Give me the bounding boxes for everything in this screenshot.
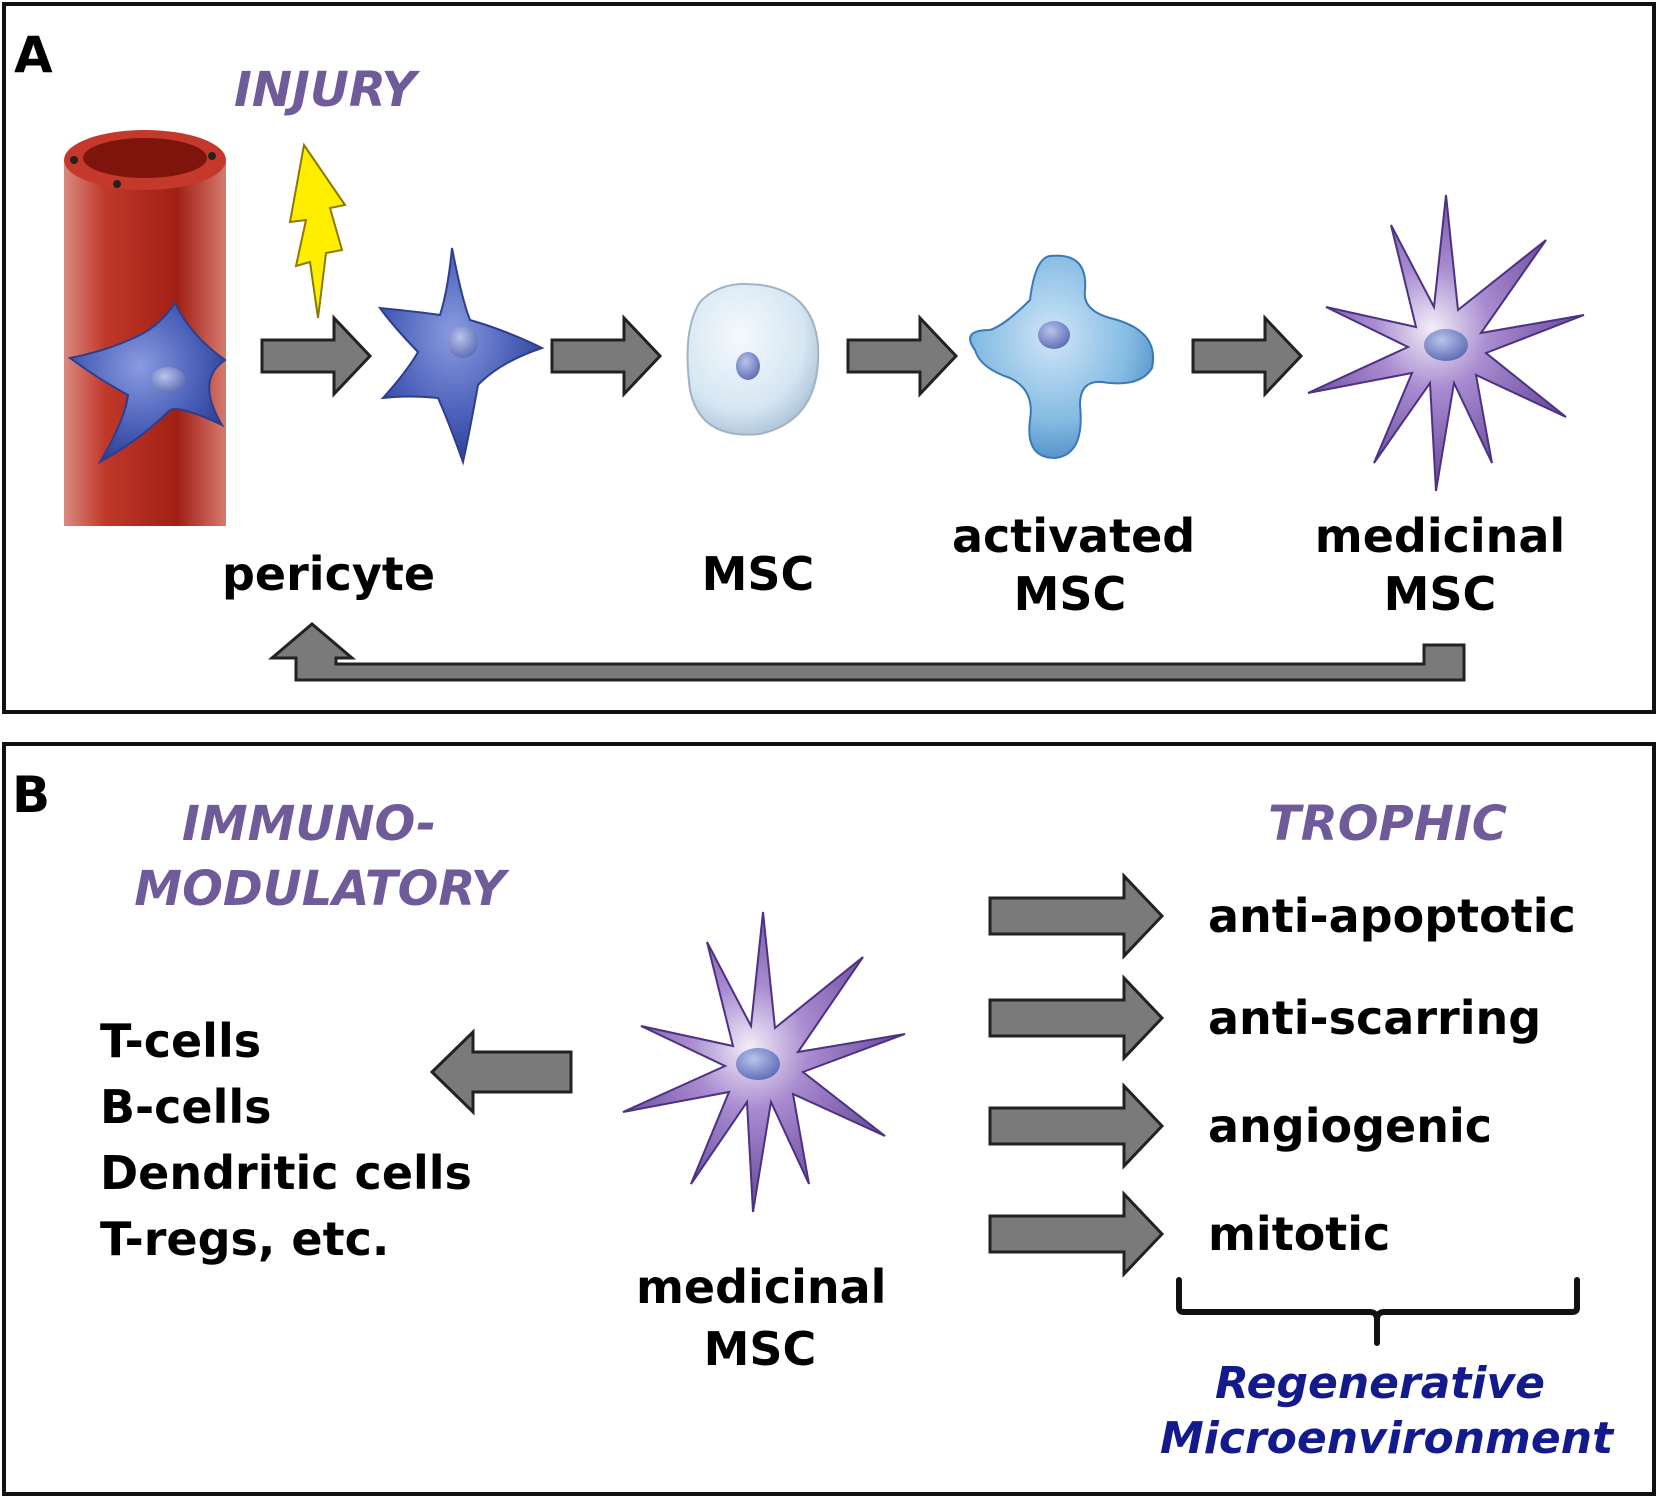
trophic-effect-item: angiogenic	[1208, 1099, 1492, 1153]
pericyte-free-icon	[377, 247, 545, 466]
activated-msc-icon	[969, 254, 1155, 460]
activated-line2: MSC	[1013, 566, 1127, 621]
left-arrow-icon	[429, 1028, 573, 1116]
trophic-effect-item: anti-scarring	[1208, 991, 1542, 1045]
pericyte-cell-icon	[67, 300, 227, 465]
arrow-3-icon	[846, 314, 959, 398]
arrow-4-icon	[1191, 314, 1304, 398]
curly-brace-icon	[1176, 1277, 1580, 1346]
medicinal-msc-label: medicinal MSC	[1300, 508, 1580, 623]
trophic-header: TROPHIC	[1268, 796, 1507, 852]
panel-b	[2, 742, 1656, 1496]
msc-label: MSC	[701, 547, 815, 601]
panel-a-label: A	[14, 26, 53, 84]
immune-cell-item: Dendritic cells	[100, 1146, 472, 1200]
medicinal-b-line2: MSC	[703, 1322, 817, 1376]
activated-msc-label: activated MSC	[952, 508, 1196, 623]
medicinal-line2: MSC	[1383, 566, 1497, 621]
regen-line2: Microenvironment	[1160, 1413, 1614, 1464]
trophic-effect-item: anti-apoptotic	[1208, 889, 1576, 943]
feedback-arrow-icon	[267, 622, 1466, 682]
trophic-arrow-3-icon	[988, 1082, 1165, 1170]
immunomodulatory-header: IMMUNO- MODULATORY	[132, 792, 508, 922]
lightning-icon	[288, 142, 347, 319]
blood-vessel-icon	[64, 130, 226, 526]
activated-line1: activated	[952, 509, 1196, 563]
immune-cell-item: T-cells	[100, 1014, 262, 1068]
immune-cell-item: B-cells	[100, 1080, 272, 1134]
immuno-line2: MODULATORY	[134, 860, 506, 917]
trophic-arrow-2-icon	[988, 974, 1165, 1062]
trophic-effect-item: mitotic	[1208, 1207, 1391, 1261]
regenerative-label: Regenerative Microenvironment	[1160, 1356, 1614, 1466]
immuno-line1: IMMUNO-	[182, 796, 437, 852]
medicinal-msc-b-label: medicinal MSC	[636, 1256, 887, 1380]
panel-b-label: B	[12, 766, 51, 824]
medicinal-line1: medicinal	[1314, 509, 1566, 563]
medicinal-msc-icon	[1307, 194, 1585, 492]
immune-cells-list: T-cells B-cells Dendritic cells T-regs, …	[100, 1008, 472, 1272]
injury-header: INJURY	[234, 62, 417, 118]
trophic-arrow-4-icon	[988, 1190, 1165, 1278]
msc-cell-icon	[686, 282, 820, 436]
regen-line1: Regenerative	[1214, 1358, 1546, 1409]
arrow-2-icon	[550, 314, 663, 398]
trophic-arrow-1-icon	[988, 872, 1165, 960]
arrow-1-icon	[260, 314, 373, 398]
medicinal-msc-b-icon	[622, 911, 906, 1213]
pericyte-label: pericyte	[222, 547, 436, 601]
medicinal-b-line1: medicinal	[636, 1260, 887, 1314]
immune-cell-item: T-regs, etc.	[100, 1212, 390, 1266]
